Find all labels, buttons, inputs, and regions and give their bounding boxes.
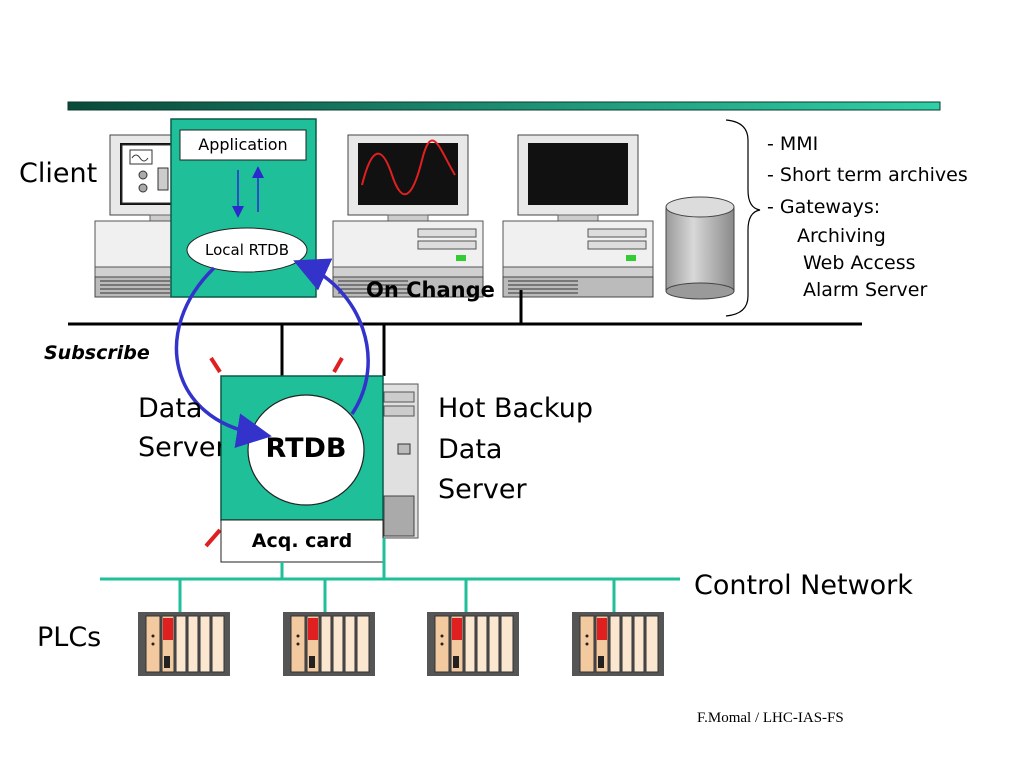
plc-icon	[426, 611, 520, 677]
hot-backup-label-line3: Server	[438, 474, 527, 505]
gateway-item: Alarm Server	[803, 279, 928, 301]
hot-backup-server-icon	[379, 383, 419, 539]
brace-bracket	[725, 119, 761, 317]
plcs-label: PLCs	[37, 622, 102, 653]
acq-card-label: Acq. card	[251, 530, 353, 552]
application-box	[179, 129, 307, 161]
archive-database-icon	[665, 196, 735, 300]
plc-icon	[137, 611, 231, 677]
gateway-item: Archiving	[797, 225, 886, 247]
rtdb-label: RTDB	[265, 433, 347, 464]
local-rtdb-ellipse	[186, 227, 308, 273]
hot-backup-label-line1: Hot Backup	[438, 393, 593, 424]
subscribe-label: Subscribe	[44, 342, 150, 364]
plc-icon	[571, 611, 665, 677]
hot-backup-label-line2: Data	[438, 434, 503, 465]
control-network-label: Control Network	[694, 570, 913, 601]
plc-icon	[282, 611, 376, 677]
client-pc-3	[502, 134, 654, 298]
acq-card-box	[220, 519, 384, 563]
application-label: Application	[198, 135, 288, 154]
on-change-label: On Change	[366, 278, 495, 302]
client-label: Client	[19, 158, 98, 189]
data-server-label-line2: Server	[138, 432, 221, 463]
data-server-label-line1: Data	[138, 393, 203, 424]
trend-curve	[361, 139, 456, 196]
rtdb-circle	[247, 394, 365, 506]
client-pc-2	[332, 134, 484, 298]
on-change-arrow	[293, 258, 370, 415]
subscribe-arrow	[174, 266, 272, 448]
feature-item: - MMI	[767, 133, 819, 155]
local-rtdb-label: Local RTDB	[205, 241, 289, 259]
title-bar	[67, 101, 941, 111]
footer-credit: F.Momal / LHC-IAS-FS	[697, 710, 844, 726]
feature-item: - Gateways:	[767, 196, 881, 218]
gateway-item: Web Access	[803, 252, 916, 274]
feature-item: - Short term archives	[767, 164, 968, 186]
